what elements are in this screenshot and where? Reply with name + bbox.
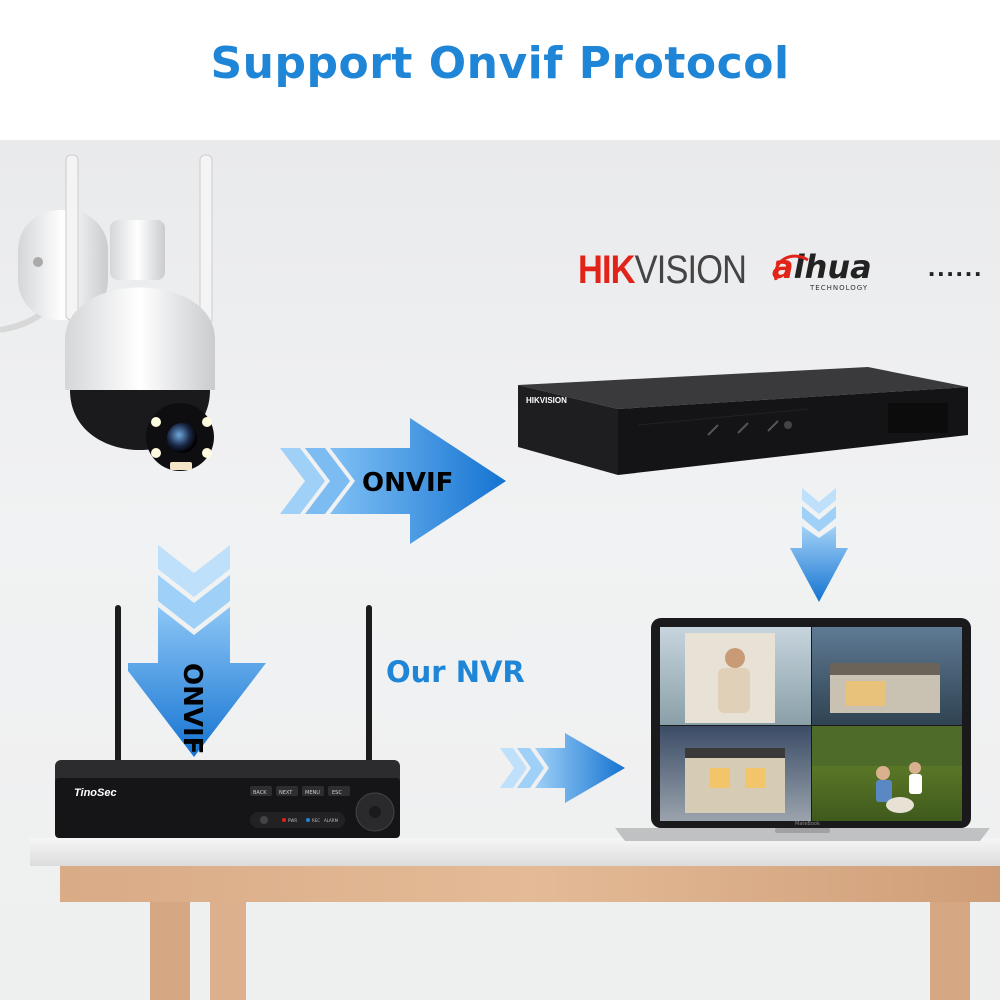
hikvision-logo: HIKVISION bbox=[578, 248, 747, 292]
nvr-brand: TinoSec bbox=[74, 787, 117, 799]
svg-text:NEXT: NEXT bbox=[279, 790, 293, 796]
title-band bbox=[0, 0, 1000, 140]
laptop-brand: MateBook bbox=[795, 821, 820, 827]
camera-dome bbox=[65, 287, 215, 390]
nvr-antenna-right bbox=[366, 605, 372, 775]
nvr-front-buttons: BACK NEXT MENU ESC bbox=[250, 786, 350, 796]
svg-text:ESC: ESC bbox=[332, 790, 342, 796]
onvif-arrow-vertical: ONVIF bbox=[128, 545, 266, 757]
third-party-nvr-brand: HIKVISION bbox=[526, 396, 567, 405]
dahua-swoosh-icon bbox=[774, 254, 809, 281]
table-apron bbox=[60, 866, 1000, 902]
arrow-to-laptop bbox=[500, 733, 625, 803]
laptop-base bbox=[615, 828, 990, 841]
svg-text:BACK: BACK bbox=[253, 790, 267, 796]
table-leg-inner bbox=[210, 902, 246, 1000]
down-arrow-nvr bbox=[790, 488, 848, 602]
svg-text:REC: REC bbox=[312, 818, 320, 823]
antenna-right bbox=[199, 154, 213, 326]
table-leg-left bbox=[150, 902, 190, 1000]
onvif-arrow-horizontal-label: ONVIF bbox=[362, 468, 453, 498]
more-brands-ellipsis: ...... bbox=[928, 252, 984, 282]
our-nvr-label: Our NVR bbox=[386, 655, 525, 689]
svg-text:MENU: MENU bbox=[305, 790, 320, 796]
laptop: MateBook bbox=[615, 618, 990, 841]
third-party-nvr: HIKVISION bbox=[518, 367, 968, 475]
svg-text:PWR: PWR bbox=[288, 818, 297, 823]
camera-lens bbox=[167, 423, 197, 453]
camera-arm bbox=[110, 220, 165, 280]
our-nvr-device: TinoSec BACK NEXT MENU ESC PWR REC ALARM bbox=[55, 605, 400, 838]
onvif-arrow-vertical-label: ONVIF bbox=[177, 663, 207, 754]
nvr-antenna-left bbox=[115, 605, 121, 775]
table-top bbox=[30, 838, 1000, 866]
onvif-arrow-horizontal: ONVIF bbox=[280, 418, 506, 544]
wall-mount bbox=[18, 210, 108, 320]
antenna-left bbox=[65, 154, 79, 321]
dahua-logo: alhua TECHNOLOGY bbox=[772, 248, 872, 292]
page-title: Support Onvif Protocol bbox=[210, 38, 790, 89]
svg-text:ALARM: ALARM bbox=[324, 818, 339, 823]
table-leg-right bbox=[930, 902, 970, 1000]
ptz-camera bbox=[0, 154, 215, 471]
